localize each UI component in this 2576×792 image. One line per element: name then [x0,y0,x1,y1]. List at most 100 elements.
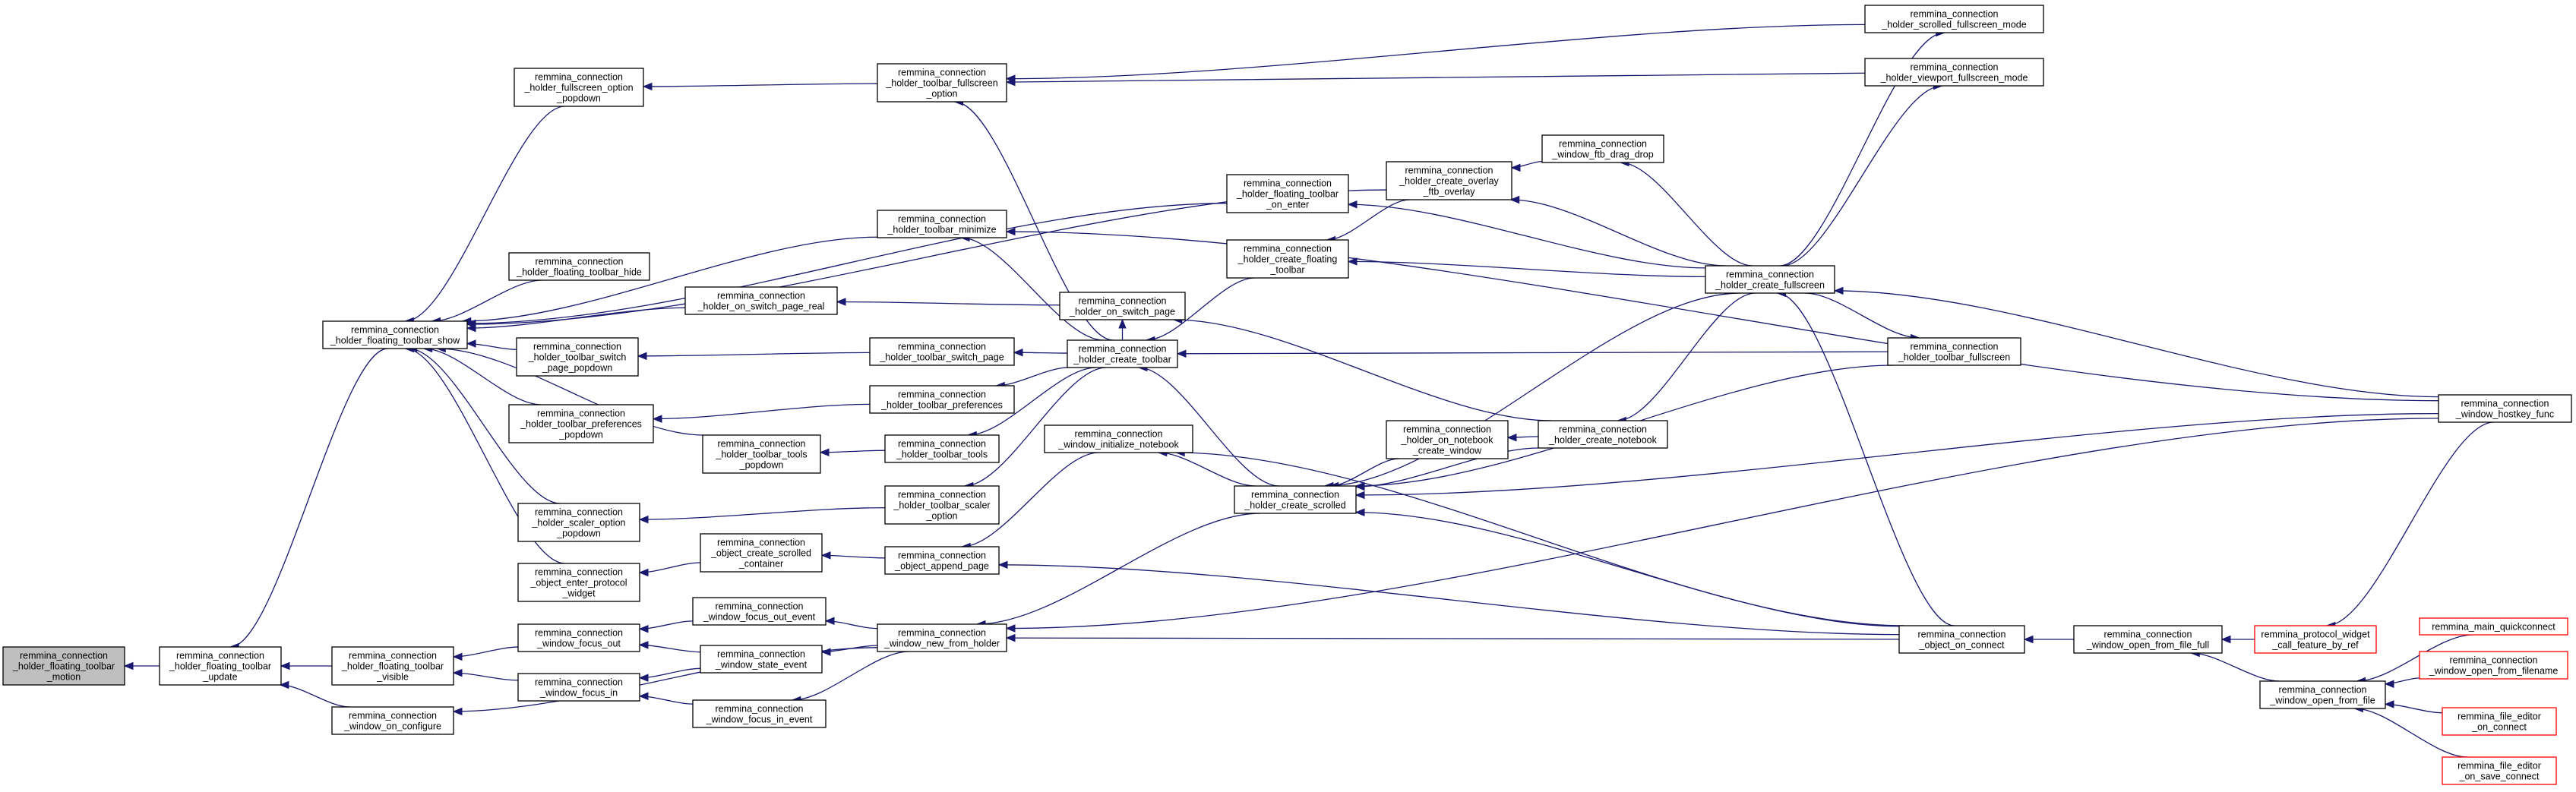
edge-n_wfdd-to-n_hcoft [1510,160,1543,172]
node-label-line: remmina_main_quickconnect [2432,622,2555,633]
arrowhead [452,652,463,661]
node-hcft[interactable]: remmina_connection_holder_create_floatin… [1226,239,1349,279]
node-label-line: remmina_connection [176,651,264,661]
node-fth[interactable]: remmina_connection_holder_floating_toolb… [508,252,650,281]
edge-line [954,101,1114,341]
node-label-line: remmina_connection [2278,685,2366,696]
edge-n_woff-to-n_wofff [2189,648,2280,682]
node-box [331,706,454,735]
edge-line [437,348,703,436]
edge-n_whf-to-n_hcs [1354,412,2439,500]
node-label-line: remmina_connection [535,628,623,639]
node-mqc[interactable]: remmina_main_quickconnect [2419,617,2568,636]
node-pwcf[interactable]: remmina_protocol_widget_call_feature_by_… [2254,625,2377,654]
node-woff[interactable]: remmina_connection_window_open_from_file [2259,680,2386,709]
node-label-line: _holder_toolbar_preferences [880,400,1003,411]
node-onncw[interactable]: remmina_connection_holder_on_notebook_cr… [1386,420,1509,459]
node-label-line: _holder_scrolled_fullscreen_mode [1881,20,2026,30]
node-woncfg[interactable]: remmina_connection_window_on_configure [331,706,454,735]
node-win[interactable]: remmina_connection_window_initialize_not… [1044,424,1193,453]
node-wfi[interactable]: remmina_connection_window_focus_in [517,673,640,702]
node-label-line: _window_open_from_filename [2429,666,2559,677]
arrowhead [819,448,830,456]
node-wnfh[interactable]: remmina_connection_window_new_from_holde… [877,623,1007,652]
node-tswp[interactable]: remmina_connection_holder_toolbar_switch… [869,337,1015,366]
edge-line [1804,292,1920,339]
node-oepw[interactable]: remmina_connection_object_enter_protocol… [517,563,640,602]
node-box [877,210,1007,238]
arrowhead [1347,200,1358,209]
edge-n_pwcf-to-n_wofff [2220,635,2255,644]
node-box [514,68,644,107]
node-box [516,337,639,377]
node-hct[interactable]: remmina_connection_holder_create_toolbar [1067,339,1178,368]
node-ocsc[interactable]: remmina_connection_object_create_scrolle… [700,533,823,573]
edge-n_wse-to-n_wfo [638,641,701,653]
node-oap[interactable]: remmina_connection_object_append_page [884,546,1000,575]
node-ftoe[interactable]: remmina_connection_holder_floating_toolb… [1226,174,1349,213]
node-woffn[interactable]: remmina_connection_window_open_from_file… [2419,651,2568,680]
node-ospr[interactable]: remmina_connection_holder_on_switch_page… [684,286,838,315]
node-wfoe[interactable]: remmina_connection_window_focus_out_even… [692,597,827,626]
node-wfdd[interactable]: remmina_connection_window_ftb_drag_drop [1541,134,1664,163]
node-label-line: _popdown [739,460,784,471]
arrowhead [638,624,649,633]
node-label-line: remmina_connection [1726,270,1814,280]
node-feosc[interactable]: remmina_file_editor_on_save_connect [2442,756,2557,785]
node-whf[interactable]: remmina_connection_window_hostkey_func [2438,394,2572,423]
node-box [700,533,823,573]
node-box [517,673,640,702]
node-ttools[interactable]: remmina_connection_holder_toolbar_tools [884,434,1000,463]
node-box [159,646,282,686]
node-fop[interactable]: remmina_connection_holder_fullscreen_opt… [514,68,644,107]
node-box [2442,756,2557,785]
node-wse[interactable]: remmina_connection_window_state_event [700,645,823,674]
node-fts[interactable]: remmina_connection_holder_floating_toolb… [322,320,468,349]
arrowhead [1005,633,1016,642]
edge-line [1006,72,1866,83]
edge-n_hcf-to-n_hcnb [1617,292,1756,425]
node-tpp[interactable]: remmina_connection_holder_toolbar_prefer… [508,404,654,443]
node-wfie[interactable]: remmina_connection_window_focus_in_event [692,699,827,728]
edge-n_fts-to-n_update [229,348,388,652]
edge-line [431,279,543,322]
node-feoc[interactable]: remmina_file_editor_on_connect [2442,707,2557,736]
node-wfo[interactable]: remmina_connection_window_focus_out [517,623,640,652]
node-label-line: _holder_toolbar_fullscreen [885,78,997,89]
arrowhead [1118,318,1127,329]
node-occ[interactable]: remmina_connection_object_on_connect [1898,625,2025,654]
arrowhead [1354,481,1365,491]
node-hcoft[interactable]: remmina_connection_holder_create_overlay… [1386,161,1512,200]
node-ftvis[interactable]: remmina_connection_holder_floating_toolb… [331,646,454,686]
node-label-line: _holder_on_switch_page [1069,307,1175,317]
node-tfo[interactable]: remmina_connection_holder_toolbar_fullsc… [877,63,1007,103]
node-wofff[interactable]: remmina_connection_window_open_from_file… [2073,625,2223,654]
node-osp[interactable]: remmina_connection_holder_on_switch_page [1059,292,1186,320]
node-tpref[interactable]: remmina_connection_holder_toolbar_prefer… [869,385,1015,414]
node-tmin[interactable]: remmina_connection_holder_toolbar_minimi… [877,210,1007,238]
edge-line [821,554,886,559]
edge-n_update-to-n_motion [123,661,160,671]
node-ttp[interactable]: remmina_connection_holder_toolbar_tools_… [702,434,821,474]
node-label-line: remmina_connection [1074,429,1162,440]
edge-n_wfo-to-n_ftvis [452,646,519,661]
node-tsp[interactable]: remmina_connection_holder_toolbar_switch… [516,337,639,377]
node-vfm[interactable]: remmina_connection_holder_viewport_fulls… [1864,58,2044,87]
node-hcs[interactable]: remmina_connection_holder_create_scrolle… [1234,485,1357,514]
edge-line [1173,319,1552,421]
node-hcnb[interactable]: remmina_connection_holder_create_noteboo… [1538,420,1668,449]
node-tso[interactable]: remmina_connection_holder_toolbar_scaler… [884,485,1000,525]
edge-n_tfo-to-n_fop [642,82,878,91]
edge-n_hcf-to-n_hcoft [1509,195,1726,267]
node-hcf[interactable]: remmina_connection_holder_create_fullscr… [1705,265,1835,294]
node-htf[interactable]: remmina_connection_holder_toolbar_fullsc… [1887,337,2021,366]
node-sop[interactable]: remmina_connection_holder_scaler_option_… [517,503,640,542]
edge-line [639,506,886,520]
node-label-line: remmina_connection [898,628,986,639]
node-sfm[interactable]: remmina_connection_holder_scrolled_fulls… [1864,5,2044,33]
node-update[interactable]: remmina_connection_holder_floating_toolb… [159,646,282,686]
node-motion[interactable]: remmina_connection_holder_floating_toolb… [2,646,125,686]
node-label-line: remmina_connection [2449,655,2537,666]
node-label-line: remmina_connection [717,538,805,548]
node-box [1864,5,2044,33]
